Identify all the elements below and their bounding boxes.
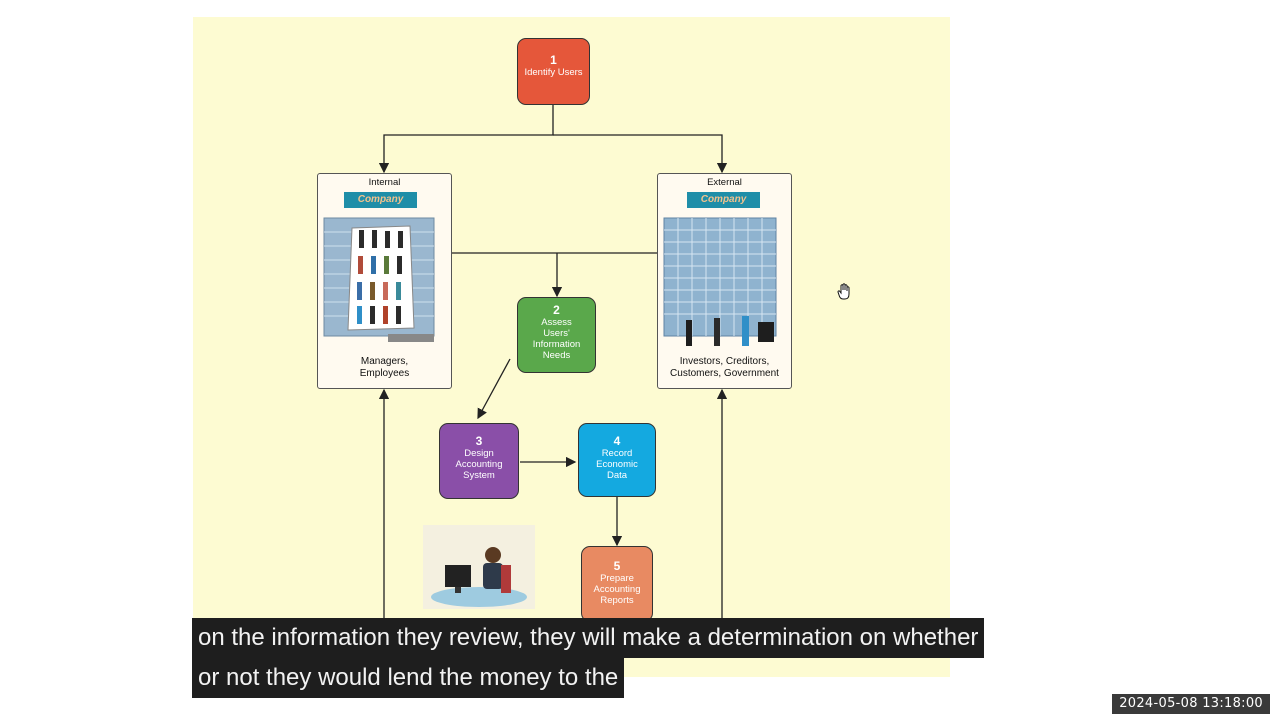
step4-number: 4 — [613, 434, 621, 448]
external-heading: External — [707, 177, 742, 188]
internal-caption: Managers, Employees — [359, 356, 410, 379]
accountant-at-desk-illustration — [423, 525, 535, 609]
video-timestamp: 2024-05-08 13:18:00 — [1112, 694, 1270, 714]
step1-identify-users: 1 Identify Users — [517, 38, 590, 105]
step4-label: Record Economic Data — [596, 448, 638, 481]
step2-number: 2 — [553, 303, 560, 317]
internal-heading: Internal — [368, 177, 401, 188]
slide: 1 Identify Users Internal Company Manage… — [193, 17, 950, 677]
subtitle-caption: on the information they review, they wil… — [192, 608, 1085, 707]
internal-users-panel: Internal Company Managers, Employees — [317, 173, 452, 389]
step5-prepare-reports: 5 Prepare Accounting Reports — [581, 546, 653, 622]
caption-line-2: or not they would lend the money to the — [192, 658, 625, 698]
office-building-illustration — [663, 217, 777, 346]
step5-label: Prepare Accounting Reports — [593, 573, 641, 606]
caption-line-1: on the information they review, they wil… — [192, 618, 985, 658]
step2-label: Assess Users' Information Needs — [532, 317, 581, 361]
step3-label: Design Accounting System — [455, 448, 503, 481]
external-caption: Investors, Creditors, Customers, Governm… — [670, 356, 779, 379]
step3-design-system: 3 Design Accounting System — [439, 423, 519, 499]
step2-assess-needs: 2 Assess Users' Information Needs — [517, 297, 596, 373]
external-company-sign: Company — [687, 192, 760, 208]
external-users-panel: External Company Investors, Creditors, — [657, 173, 792, 389]
step5-number: 5 — [613, 559, 621, 573]
step1-label: Identify Users — [524, 67, 583, 78]
step4-record-data: 4 Record Economic Data — [578, 423, 656, 497]
internal-company-sign: Company — [344, 192, 417, 208]
step1-number: 1 — [550, 53, 557, 67]
hand-cursor-icon — [837, 283, 850, 300]
office-building-illustration — [323, 217, 435, 342]
step3-number: 3 — [475, 434, 483, 448]
